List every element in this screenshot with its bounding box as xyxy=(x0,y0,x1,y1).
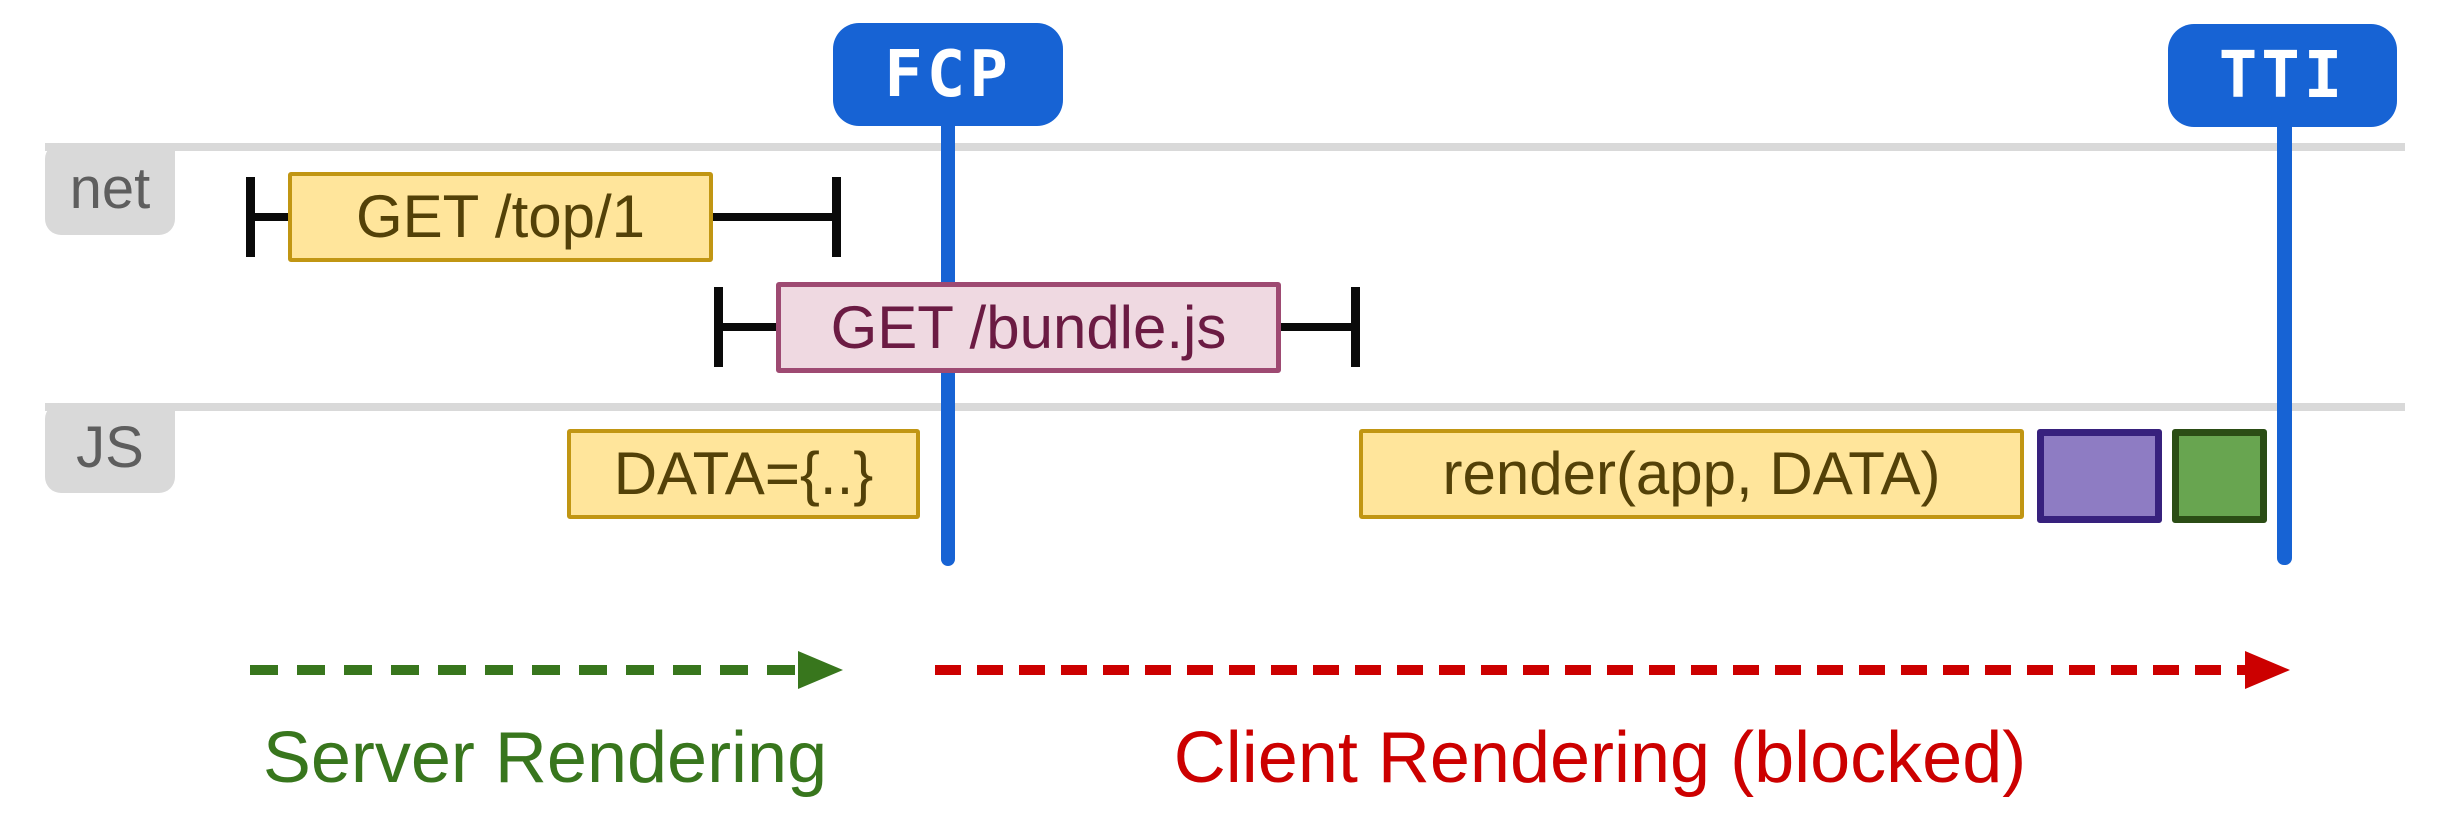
bundle-request-start-connector xyxy=(723,323,776,331)
top-request-end-connector xyxy=(713,213,832,221)
net-lane-label: net xyxy=(69,156,151,221)
server-rendering-arrow xyxy=(250,665,798,675)
client-rendering-arrow xyxy=(935,665,2245,675)
top-request-start-connector xyxy=(255,213,288,221)
js-lane-track xyxy=(45,403,2405,411)
client-rendering-phase-label: Client Rendering (blocked) xyxy=(1173,718,2027,798)
js-lane-label: JS xyxy=(76,415,144,480)
bundle-request-start-whisker xyxy=(714,287,723,367)
bundle-request-end-whisker xyxy=(1351,287,1360,367)
purple-js-task xyxy=(2037,429,2162,523)
tti-badge: TTI xyxy=(2168,24,2397,127)
top-request-task: GET /top/1 xyxy=(288,172,713,262)
tti-badge-label: TTI xyxy=(2218,38,2347,113)
fcp-badge-label: FCP xyxy=(884,37,1012,112)
top-request-end-whisker xyxy=(832,177,841,257)
data-parse-label: DATA={..} xyxy=(613,440,874,507)
tti-marker-line xyxy=(2277,125,2292,565)
server-rendering-phase-label: Server Rendering xyxy=(262,718,828,798)
fcp-badge: FCP xyxy=(833,23,1063,126)
net-lane-tab: net xyxy=(45,143,175,235)
render-task: render(app, DATA) xyxy=(1359,429,2024,519)
top-request-label: GET /top/1 xyxy=(355,183,646,250)
js-lane-tab: JS xyxy=(45,403,175,493)
data-parse-task: DATA={..} xyxy=(567,429,920,519)
green-js-task xyxy=(2172,429,2267,523)
net-lane-track xyxy=(45,143,2405,151)
bundle-request-label: GET /bundle.js xyxy=(830,293,1227,361)
top-request-start-whisker xyxy=(246,177,255,257)
render-task-label: render(app, DATA) xyxy=(1442,440,1941,507)
server-rendering-arrowhead-icon xyxy=(798,651,843,689)
client-rendering-arrowhead-icon xyxy=(2245,651,2290,689)
bundle-request-task: GET /bundle.js xyxy=(776,282,1281,373)
bundle-request-end-connector xyxy=(1281,323,1351,331)
